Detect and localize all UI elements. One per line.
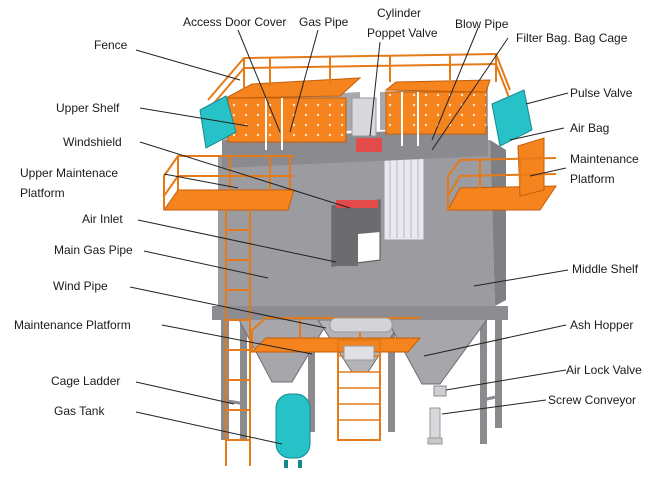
label-maintenance-platform-right-line2: Platform: [570, 172, 615, 186]
label-air-inlet: Air Inlet: [82, 212, 123, 226]
lower-bracing: [222, 396, 500, 404]
label-upper-shelf: Upper Shelf: [56, 101, 119, 115]
label-ash-hopper: Ash Hopper: [570, 318, 633, 332]
label-upper-maintenance-platform-line1: Upper Maintenace: [20, 166, 118, 180]
label-windshield: Windshield: [63, 135, 122, 149]
label-main-gas-pipe: Main Gas Pipe: [54, 243, 133, 257]
label-upper-maintenance-platform-line2: Platform: [20, 186, 65, 200]
label-gas-pipe: Gas Pipe: [299, 15, 348, 29]
label-cage-ladder: Cage Ladder: [51, 374, 120, 388]
label-filter-bag-cage: Filter Bag. Bag Cage: [516, 31, 627, 45]
label-pulse-valve: Pulse Valve: [570, 86, 632, 100]
label-maintenance-platform-right-line1: Maintenance: [570, 152, 639, 166]
gas-tank: [276, 394, 310, 468]
label-middle-shelf: Middle Shelf: [572, 262, 638, 276]
label-wind-pipe: Wind Pipe: [53, 279, 108, 293]
label-cylinder: Cylinder: [377, 6, 421, 20]
label-poppet-valve: Poppet Valve: [367, 26, 438, 40]
label-gas-tank: Gas Tank: [54, 404, 104, 418]
filter-bag-cage: [384, 150, 424, 240]
label-air-lock-valve: Air Lock Valve: [566, 363, 642, 377]
air-inlet: [332, 200, 380, 266]
label-maintenance-platform-lower: Maintenance Platform: [14, 318, 131, 332]
label-air-bag: Air Bag: [570, 121, 609, 135]
air-lock-valve: [434, 386, 446, 396]
label-screw-conveyor: Screw Conveyor: [548, 393, 636, 407]
label-blow-pipe: Blow Pipe: [455, 17, 508, 31]
label-access-door-cover: Access Door Cover: [183, 15, 286, 29]
label-fence: Fence: [94, 38, 127, 52]
screw-conveyor: [428, 408, 442, 444]
